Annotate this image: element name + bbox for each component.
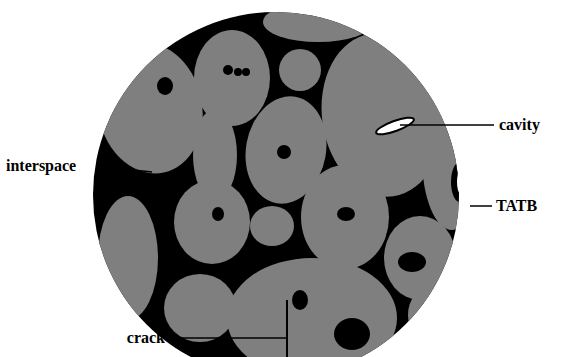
granule xyxy=(174,180,250,264)
granule xyxy=(98,196,158,320)
pore xyxy=(451,162,469,202)
crack xyxy=(286,300,288,357)
granule xyxy=(301,165,389,269)
callout-label: cavity xyxy=(499,117,540,133)
pore xyxy=(398,252,426,272)
granule xyxy=(384,216,456,300)
pore-core xyxy=(457,171,463,193)
leader-line xyxy=(470,205,492,207)
granule xyxy=(279,49,321,91)
granules xyxy=(85,2,482,357)
pore xyxy=(223,65,233,75)
callout-label: interspace xyxy=(6,158,76,174)
sample-disk xyxy=(93,12,459,357)
callout-label: crack xyxy=(127,330,165,346)
pore xyxy=(292,290,308,310)
leader-lines xyxy=(96,125,494,338)
pore xyxy=(234,68,242,76)
pore xyxy=(334,318,370,350)
pore xyxy=(337,207,355,221)
granule xyxy=(250,206,294,246)
leader-line xyxy=(96,166,152,172)
pore xyxy=(242,68,250,76)
pore xyxy=(212,207,224,221)
cavity xyxy=(374,114,415,137)
granule xyxy=(408,287,452,343)
granule xyxy=(415,12,459,68)
pore xyxy=(277,145,291,159)
pore xyxy=(157,77,173,95)
pores xyxy=(157,65,469,350)
leader-line xyxy=(168,337,287,339)
leader-line xyxy=(400,124,494,126)
granule xyxy=(194,30,270,126)
callout-label: TATB xyxy=(496,198,537,214)
granule xyxy=(164,274,236,342)
granule xyxy=(227,258,397,357)
granule xyxy=(422,86,482,230)
granule xyxy=(263,2,373,42)
